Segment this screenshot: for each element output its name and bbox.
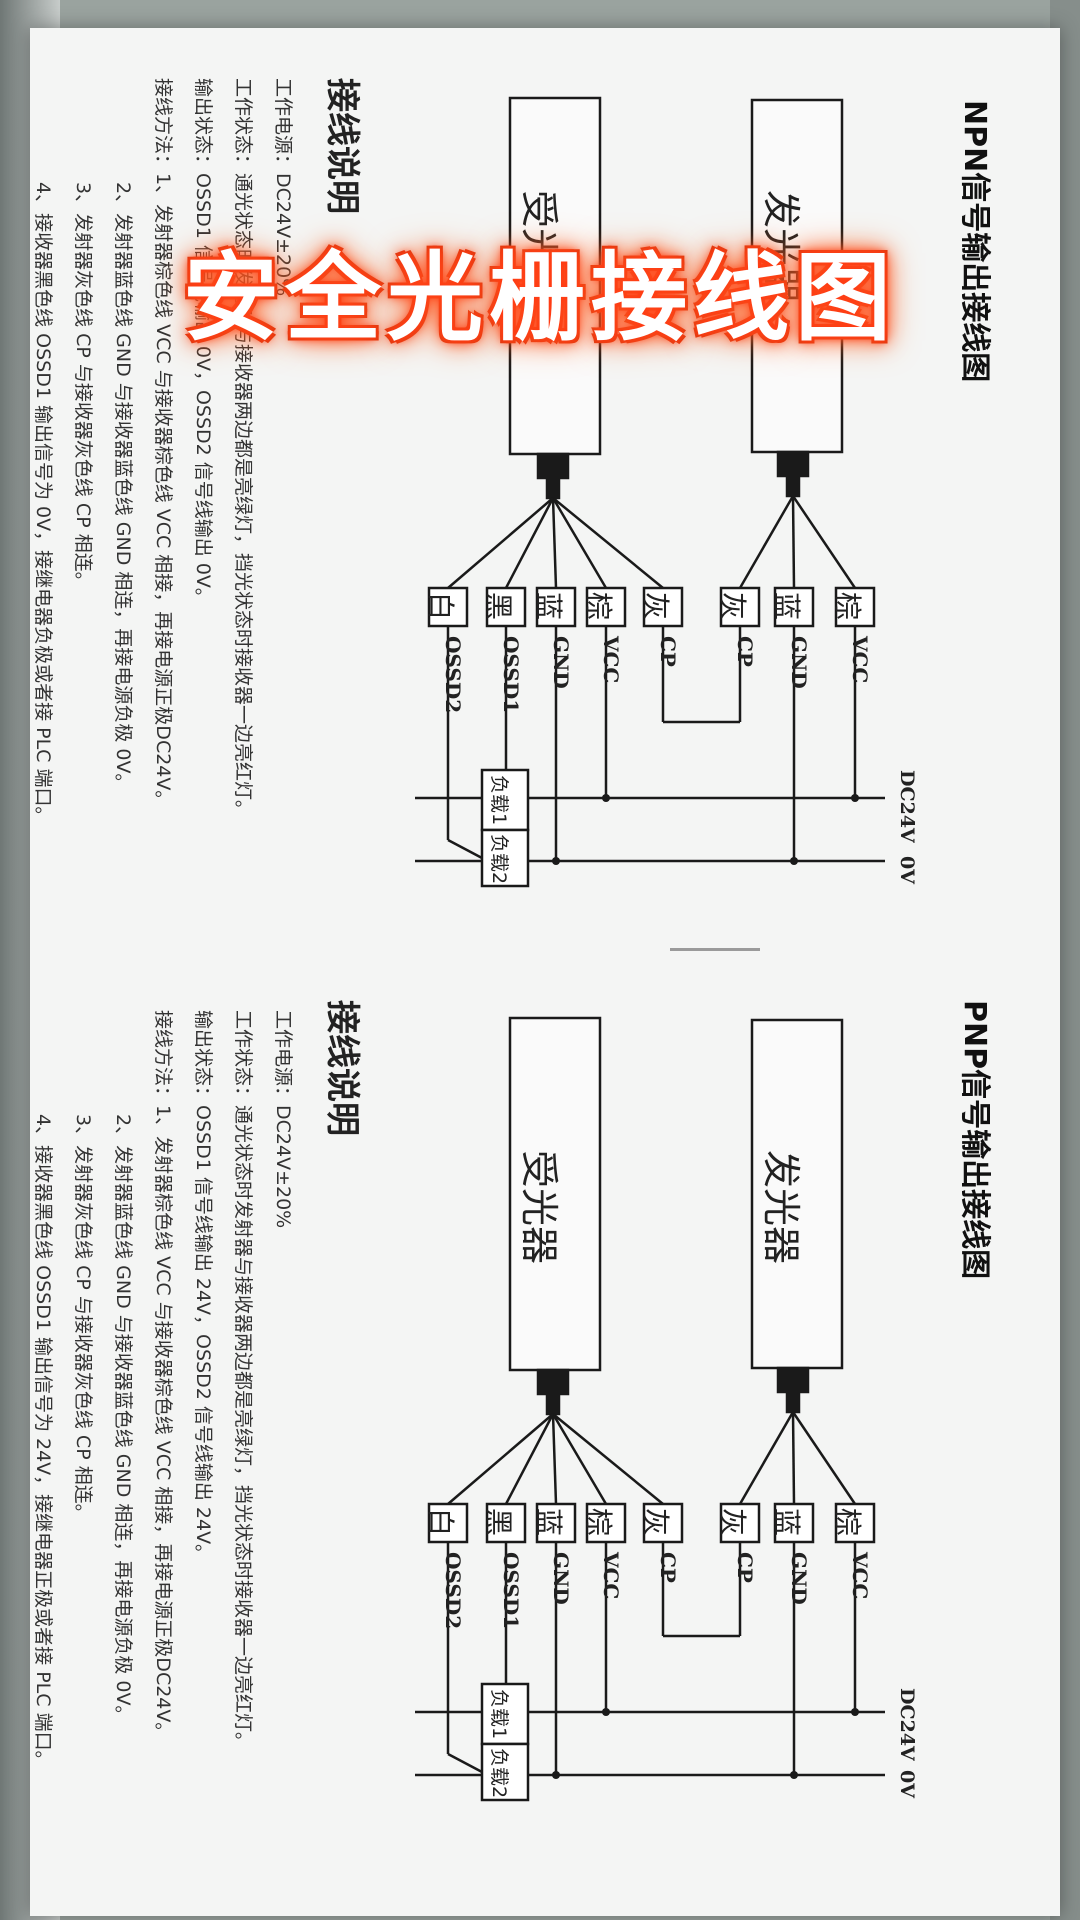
pnp-emitter-wire-2: 蓝 [770,1508,803,1537]
npn-receiver-signal-2: VCC [599,636,623,684]
npn-receiver-signal-4: OSSD1 [499,636,523,714]
pnp-load-1: 负载1 [488,1689,510,1740]
pnp-power-neg: 0V [896,1770,918,1798]
pnp-emitter-signal-2: GND [787,1552,811,1605]
pnp-receiver-wire-5: 白 [424,1508,457,1537]
npn-power-pos: DC24V [896,770,918,843]
fold-crease [670,948,760,951]
npn-load-1: 负载1 [488,775,510,826]
npn-load-2: 负载2 [488,834,510,885]
pnp-emitter-wire-3: 灰 [716,1508,749,1537]
npn-receiver-wire-1: 灰 [639,592,672,621]
npn-note-method: 接线方法：1、发射器棕色线 VCC 与接收器棕色线 VCC 相接，再接电源正极D… [152,78,174,810]
pnp-receiver-wire-3: 蓝 [532,1508,565,1537]
pnp-note-2: 2、发射器蓝色线 GND 与接收器蓝色线 GND 相连，再接电源负极 0V。 [112,1114,134,1725]
pnp-note-method: 接线方法：1、发射器棕色线 VCC 与接收器棕色线 VCC 相接，再接电源正极D… [152,1010,174,1742]
pnp-emitter-label: 发光器 [759,1150,803,1265]
pnp-note-output: 输出状态：OSSD1 信号线输出 24V，OSSD2 信号线输出 24V。 [192,1010,214,1564]
pnp-receiver-wire-2: 棕 [582,1508,615,1537]
pnp-notes-heading: 接线说明 [322,1000,362,1136]
pnp-receiver-signal-3: GND [549,1552,573,1605]
npn-emitter-wire-1: 棕 [831,592,864,621]
npn-emitter-wire-3: 灰 [716,592,749,621]
npn-emitter-signal-1: VCC [848,636,872,684]
npn-emitter-signal-3: CP [733,636,757,667]
pnp-receiver-signal-5: OSSD2 [441,1552,465,1630]
pnp-receiver-label: 受光器 [517,1150,561,1265]
pnp-emitter-signal-1: VCC [848,1552,872,1600]
npn-emitter-wire-2: 蓝 [770,592,803,621]
pnp-emitter-box [750,1018,844,1370]
npn-receiver-wire-4: 黑 [482,592,515,621]
pnp-note-4: 4、接收器黑色线 OSSD1 输出信号为 24V，接继电器正极或者接 PLC 端… [32,1114,54,1770]
pnp-receiver-signal-1: CP [656,1552,680,1583]
npn-receiver-signal-5: OSSD2 [441,636,465,714]
pnp-title: PNP信号输出接线图 [957,1000,992,1280]
npn-receiver-wire-2: 棕 [582,592,615,621]
pnp-power-pos: DC24V [896,1688,918,1761]
npn-note-state: 工作状态：通光状态时发射器与接收器两边都是亮绿灯，挡光状态时接收器一边亮红灯。 [232,78,254,820]
overlay-title: 安全光栅接线图 [183,242,897,354]
npn-receiver-wire-5: 白 [424,592,457,621]
pnp-receiver-wire-1: 灰 [639,1508,672,1537]
pnp-emitter-wire-1: 棕 [831,1508,864,1537]
npn-receiver-wire-3: 蓝 [532,592,565,621]
pnp-emitter-signal-3: CP [733,1552,757,1583]
npn-notes-heading: 接线说明 [322,78,362,214]
pnp-wiring-diagram [415,1016,885,1802]
pnp-note-power: 工作电源：DC24V±20% [272,1010,294,1229]
npn-receiver-signal-3: GND [549,636,573,689]
npn-wiring-diagram [415,96,885,888]
npn-emitter-box [750,98,844,454]
npn-emitter-signal-2: GND [787,636,811,689]
pnp-receiver-wire-4: 黑 [482,1508,515,1537]
pnp-receiver-signal-2: VCC [599,1552,623,1600]
npn-receiver-signal-1: CP [656,636,680,667]
pnp-note-3: 3、发射器灰色线 CP 与接收器灰色线 CP 相连。 [72,1114,94,1523]
pnp-receiver-signal-4: OSSD1 [499,1552,523,1630]
npn-power-neg: 0V [896,856,918,884]
pnp-load-2: 负载2 [488,1748,510,1799]
pnp-note-state: 工作状态：通光状态时发射器与接收器两边都是亮绿灯，挡光状态时接收器一边亮红灯。 [232,1010,254,1752]
